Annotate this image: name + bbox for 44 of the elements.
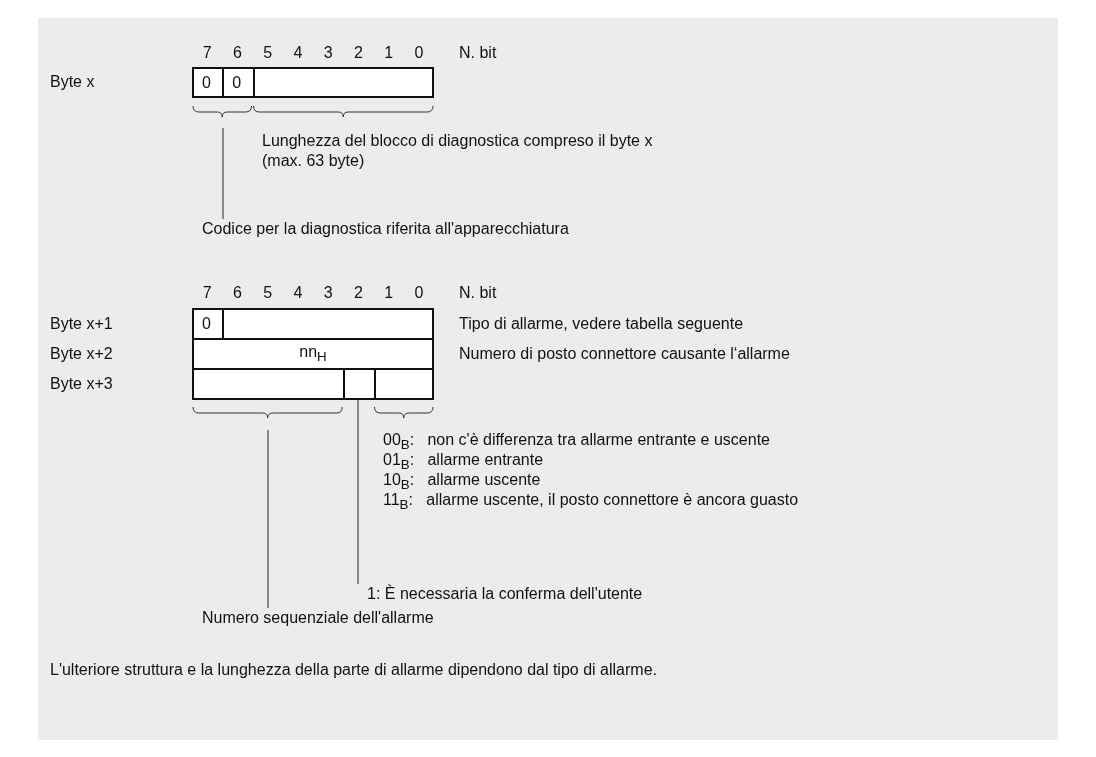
label-text: 11$_{B}$: allarme uscente, il posto connettore è ancora guasto	[383, 490, 799, 515]
leader-line	[267, 429, 269, 609]
leader-line	[357, 399, 359, 585]
label-text: 5	[263, 43, 273, 63]
annotation-text: Codice per la diagnostica riferita all'apparecchiatura	[202, 219, 569, 239]
label-text: Byte x+3	[50, 374, 113, 394]
label-text: 7	[202, 43, 212, 63]
label-text: 0	[414, 283, 424, 303]
label-text: Byte x+2	[50, 344, 113, 364]
label-text: 2	[353, 43, 363, 63]
label-text: L'ulteriore struttura e la lunghezza della parte di allarme dipendono dal tipo di allarme.	[50, 660, 657, 680]
annotation-text: Numero sequenziale dell'allarme	[202, 608, 434, 628]
bit-field	[192, 368, 346, 400]
label-text: N. bit	[459, 283, 497, 303]
label-text: 6	[232, 283, 242, 303]
bit-field	[373, 368, 434, 400]
label-text: 01$_{B}$: allarme entrante	[383, 450, 544, 473]
bit-field: 0	[222, 67, 255, 98]
label-text: Byte x+1	[50, 314, 113, 334]
label-text: 1	[384, 43, 394, 63]
bit-field	[343, 368, 376, 400]
bit-field: 0	[192, 67, 225, 98]
label-text: Numero di posto connettore causante l‘allarme	[459, 344, 790, 364]
label-text: 10$_{B}$: allarme uscente	[383, 470, 541, 493]
label-text: Byte x	[50, 72, 95, 92]
label-text: 4	[293, 43, 303, 63]
label-text: 0	[414, 43, 424, 63]
label-text: 6	[232, 43, 242, 63]
bit-field: nn$_{H}$	[192, 338, 434, 370]
label-text: 7	[202, 283, 212, 303]
bit-field	[252, 67, 434, 98]
label-text: 3	[323, 43, 333, 63]
label-text: 3	[323, 283, 333, 303]
leader-line	[222, 127, 224, 220]
label-text: Tipo di allarme, vedere tabella seguente	[459, 314, 744, 334]
label-text: 5	[263, 283, 273, 303]
label-text: 2	[353, 283, 363, 303]
label-text: 4	[293, 283, 303, 303]
label-text: N. bit	[459, 43, 497, 63]
bit-field	[222, 308, 434, 340]
annotation-text: 1: È necessaria la conferma dell'utente	[352, 584, 643, 604]
label-text: 1	[384, 283, 394, 303]
label-text: Lunghezza del blocco di diagnostica compreso il byte x (max. 63 byte)	[262, 131, 654, 171]
label-text: 00$_{B}$: non c'è differenza tra allarme entrante e uscente	[383, 430, 770, 453]
